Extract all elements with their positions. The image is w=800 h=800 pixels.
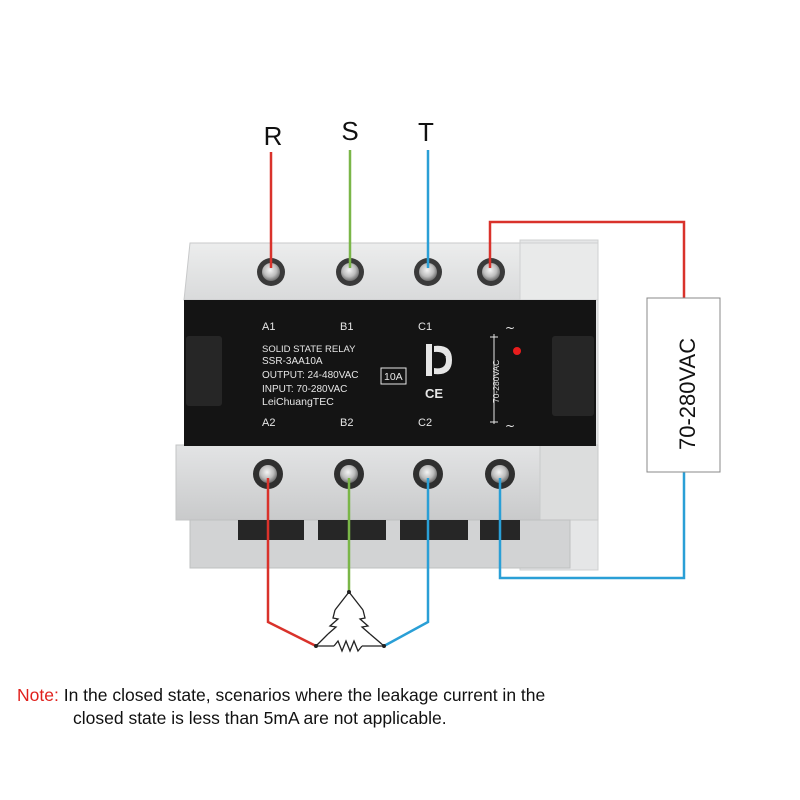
note-line-1: In the closed state, scenarios where the… — [63, 685, 546, 705]
current-badge: 10A — [384, 371, 403, 383]
terminal-c1-label: C1 — [418, 321, 432, 333]
bottom-screws — [253, 459, 515, 489]
phase-label-s: S — [341, 116, 358, 146]
terminal-b2-label: B2 — [340, 417, 353, 429]
relay-label-line-2: SSR-3AA10A — [262, 356, 323, 367]
input-side-voltage: 70-280VAC — [491, 360, 501, 403]
note: Note: In the closed state, scenarios whe… — [17, 684, 787, 730]
relay-label-line-5: LeiChuangTEC — [262, 396, 334, 408]
ce-mark: CE — [425, 386, 443, 401]
relay-label-line-4: INPUT: 70-280VAC — [262, 384, 347, 395]
note-line-2: closed state is less than 5mA are not ap… — [73, 708, 447, 728]
terminal-c2-label: C2 — [418, 417, 432, 429]
terminal-b1-label: B1 — [340, 321, 353, 333]
relay-label-line-1: SOLID STATE RELAY — [262, 344, 356, 355]
input-side-marking: ~ ~ 70-280VAC — [490, 321, 515, 433]
brand-logo-icon — [426, 344, 452, 376]
terminal-a2-label: A2 — [262, 417, 275, 429]
note-label: Note: — [17, 685, 59, 705]
delta-load-icon — [315, 591, 385, 653]
phase-label-r: R — [264, 121, 283, 151]
supply-voltage-label: 70-280VAC — [675, 338, 700, 450]
phase-label-t: T — [418, 117, 434, 147]
tilde-bottom: ~ — [505, 419, 515, 433]
wire-supply-blue — [498, 470, 686, 580]
wiring — [266, 150, 686, 648]
top-screws — [257, 258, 505, 286]
status-led — [513, 347, 521, 355]
relay-label-line-3: OUTPUT: 24-480VAC — [262, 370, 359, 381]
wire-supply-red — [488, 220, 686, 300]
wire-load-blue — [383, 478, 430, 648]
tilde-top: ~ — [505, 321, 515, 335]
terminal-a1-label: A1 — [262, 321, 275, 333]
wire-load-red — [266, 478, 317, 648]
supply-box — [646, 297, 721, 473]
relay-body — [175, 239, 599, 571]
